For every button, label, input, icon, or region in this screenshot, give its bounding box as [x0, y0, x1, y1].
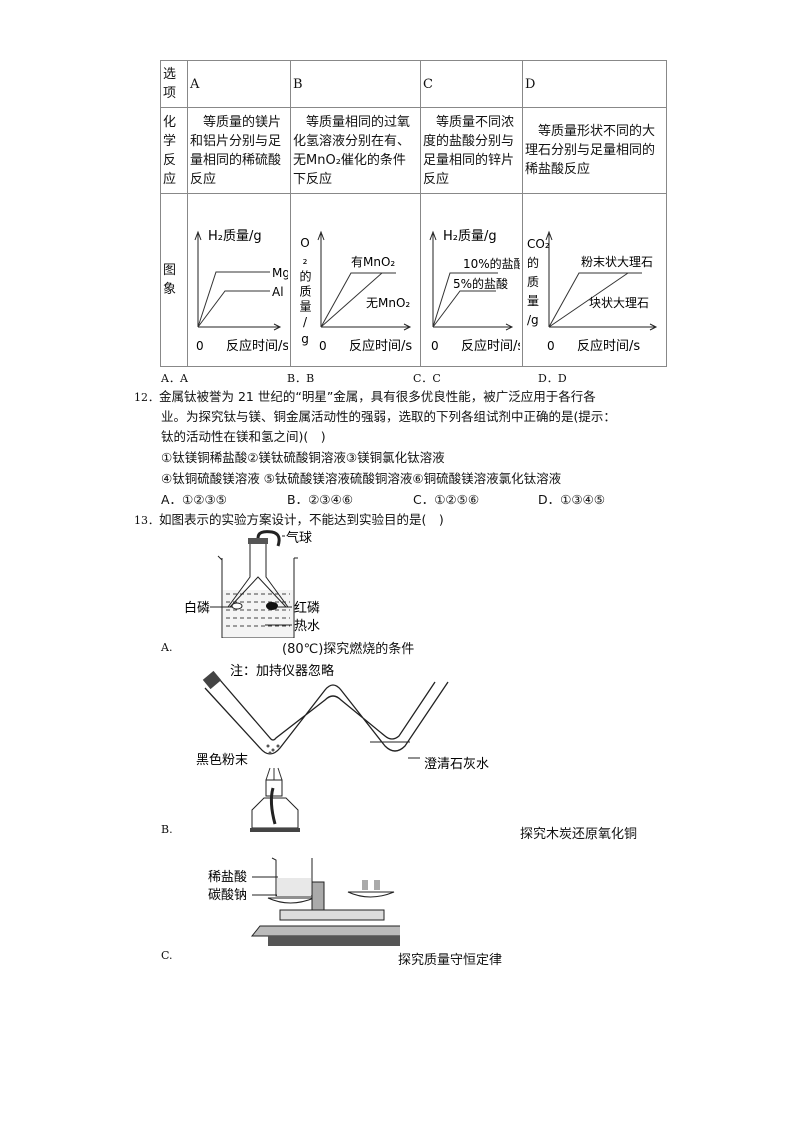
graph-cell: 0 反应时间/s O₂的质量/g 有MnO₂ 无MnO₂: [290, 193, 421, 367]
reagent-list: ①钛镁铜稀盐酸②镁钛硫酸铜溶液③镁铜氯化钛溶液: [161, 450, 445, 465]
reagent-list: ④钛铜硫酸镁溶液 ⑤钛硫酸镁溶液硫酸铜溶液⑥铜硫酸镁溶液氯化钛溶液: [161, 471, 562, 486]
option-c-caption: 探究质量守恒定律: [398, 953, 503, 968]
curve-label: 5%的盐酸: [453, 276, 508, 291]
question-13: 13．如图表示的实验方案设计，不能达到实验目的是( ): [134, 510, 444, 531]
row-label: 图象: [160, 193, 188, 367]
question-11-table: 选项 A B C D 化学反应 等质量的镁片和铝片分别与足量相同的稀硫酸反应 等…: [160, 60, 667, 367]
carbonate-label: 碳酸钠: [208, 888, 247, 903]
y-axis-label: O₂的质量/g: [298, 236, 312, 349]
y-axis-label: H₂质量/g: [443, 229, 497, 244]
curve-label: 块状大理石: [589, 296, 649, 310]
question-number: 12．: [134, 391, 159, 404]
row-label: 化学反应: [160, 107, 188, 194]
curve-label: Mg: [272, 266, 288, 280]
table-header-row: 选项 A B C D: [160, 60, 667, 108]
option-c[interactable]: C.: [161, 949, 173, 962]
graph-c: 0 反应时间/s H₂质量/g 10%的盐酸 5%的盐酸: [429, 229, 526, 354]
x-axis-label: 反应时间/s: [577, 338, 640, 354]
curve-label: Al: [272, 285, 284, 299]
question-text: 如图表示的实验方案设计，不能达到实验目的是( ): [159, 512, 444, 527]
acid-label: 稀盐酸: [208, 870, 247, 885]
header-cell: A: [187, 60, 291, 108]
option-a[interactable]: A．①②③⑤: [161, 492, 227, 507]
header-cell: C: [420, 60, 523, 108]
option-b[interactable]: B．②③④⑥: [287, 492, 353, 507]
header-cell: B: [290, 60, 421, 108]
x-axis-label: 反应时间/s: [349, 338, 412, 354]
option-a[interactable]: A.: [161, 641, 173, 654]
option-c[interactable]: C．C: [413, 372, 441, 385]
reaction-cell: 等质量不同浓度的盐酸分别与足量相同的锌片反应: [420, 107, 523, 194]
origin-label: 0: [319, 339, 327, 353]
x-axis: [549, 323, 658, 331]
header-cell: 选项: [160, 60, 188, 108]
option-b-caption: 探究木炭还原氧化铜: [520, 827, 638, 842]
y-axis: [429, 230, 437, 327]
curve-label: 有MnO₂: [351, 255, 395, 269]
header-cell: D: [522, 60, 667, 108]
upper-curve: [320, 272, 396, 328]
option-b[interactable]: B．B: [287, 372, 315, 385]
reaction-cell: 等质量形状不同的大理石分别与足量相同的稀盐酸反应: [522, 107, 667, 194]
caption-text: 探究燃烧的条件: [323, 642, 415, 657]
graph-cell: 0 反应时间/s H₂质量/g 10%的盐酸 5%的盐酸: [420, 193, 526, 367]
note-label: 注：加持仪器忽略: [230, 663, 334, 679]
white-phosphorus-label: 白磷: [184, 600, 210, 616]
lower-curve: [548, 272, 629, 328]
limewater-label: 澄清石灰水: [424, 757, 489, 772]
question-text: 钛的活动性在镁和氢之间)( ): [161, 429, 326, 444]
upper-curve: [548, 272, 642, 328]
lower-curve: [197, 290, 270, 328]
temperature-label: (80℃): [282, 642, 324, 657]
balance-figure: 稀盐酸 碳酸钠: [208, 857, 400, 946]
option-b[interactable]: B.: [161, 823, 173, 836]
hot-water-label: 热水: [294, 619, 320, 634]
black-powder-label: 黑色粉末: [196, 752, 248, 768]
question-text: 业。为探究钛与镁、铜金属活动性的强弱，选取的下列各组试剂中正确的是(提示：: [161, 409, 616, 424]
curve-label: 无MnO₂: [366, 296, 410, 310]
y-axis: [317, 230, 325, 327]
upper-curve: [432, 272, 498, 328]
x-axis-label: 反应时间/s: [461, 338, 520, 354]
y-axis: [194, 230, 202, 327]
reaction-cell: 等质量相同的过氧化氢溶液分别在有、无MnO₂催化的条件下反应: [290, 107, 421, 194]
option-c[interactable]: C．①②⑤⑥: [413, 492, 480, 507]
x-axis: [198, 323, 282, 331]
y-axis-label: H₂质量/g: [208, 229, 262, 244]
curve-label: 10%的盐酸: [463, 256, 520, 271]
origin-label: 0: [431, 339, 439, 353]
combustion-apparatus-figure: 气球 白磷 红磷 热水: [184, 530, 320, 638]
red-phosphorus-label: 红磷: [294, 600, 320, 616]
reaction-cell: 等质量的镁片和铝片分别与足量相同的稀硫酸反应: [187, 107, 291, 194]
option-d[interactable]: D．D: [538, 372, 567, 385]
option-a[interactable]: A．A: [161, 372, 188, 385]
lower-curve: [320, 272, 383, 328]
origin-label: 0: [547, 339, 555, 353]
balloon-label: 气球: [286, 530, 312, 546]
charcoal-reduction-figure: 注：加持仪器忽略 黑色粉末 澄清石灰水: [196, 663, 489, 832]
question-text: 金属钛被誉为 21 世纪的“明星”金属，具有很多优良性能，被广泛应用于各行各: [159, 389, 596, 404]
y-axis: [545, 230, 553, 327]
x-axis: [433, 323, 514, 331]
lower-curve: [432, 290, 496, 328]
origin-label: 0: [196, 339, 204, 353]
option-a-caption: (80℃)探究燃烧的条件: [282, 638, 414, 657]
question-number: 13．: [134, 514, 159, 527]
x-axis: [321, 323, 412, 331]
curve-label: 粉末状大理石: [581, 255, 653, 269]
x-axis-label: 反应时间/s: [226, 338, 288, 354]
question-12: 12．金属钛被誉为 21 世纪的“明星”金属，具有很多优良性能，被广泛应用于各行…: [134, 387, 596, 408]
table-row-reaction: 化学反应 等质量的镁片和铝片分别与足量相同的稀硫酸反应 等质量相同的过氧化氢溶液…: [160, 107, 667, 194]
graph-b: 0 反应时间/s O₂的质量/g 有MnO₂ 无MnO₂: [298, 230, 412, 354]
upper-curve: [197, 271, 270, 328]
option-d[interactable]: D．①③④⑤: [538, 492, 605, 507]
